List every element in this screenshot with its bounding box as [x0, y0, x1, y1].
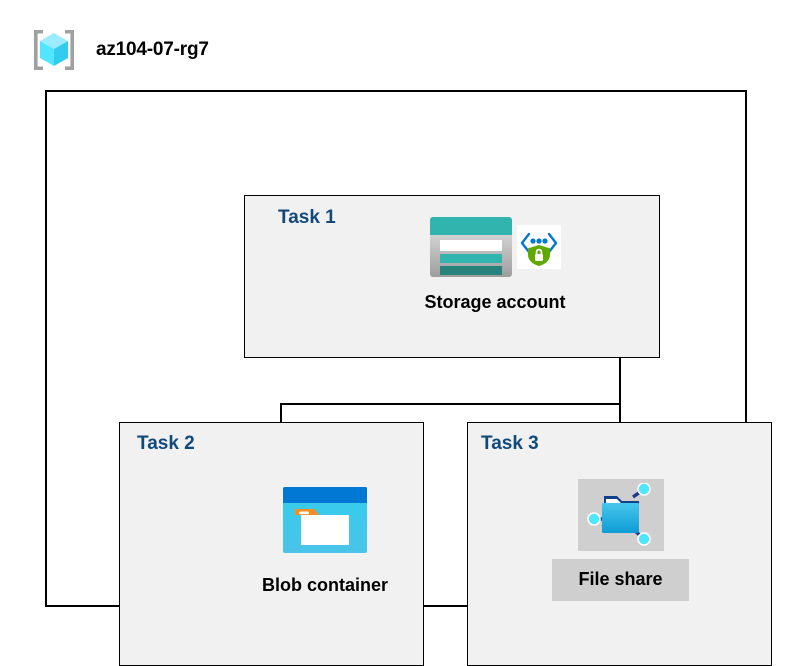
storage-account-icon [429, 216, 513, 278]
node-file-share: File share [528, 479, 713, 601]
task-2-box: Task 2 [119, 422, 424, 666]
node-storage-account: Storage account [395, 214, 595, 313]
connector-trunk [619, 358, 621, 405]
managed-identity-icon [517, 225, 561, 269]
task-2-label: Task 2 [137, 433, 195, 454]
blob-container-icon [281, 485, 369, 555]
node-blob-container: Blob container [225, 485, 425, 596]
storage-account-icon-group [429, 214, 561, 280]
blob-container-caption: Blob container [261, 575, 388, 595]
storage-account-caption: Storage account [424, 292, 566, 312]
file-share-icon-highlight [577, 479, 664, 551]
task-3-label: Task 3 [481, 433, 539, 454]
file-share-caption: File share [552, 559, 689, 601]
resource-group-header: az104-07-rg7 [30, 27, 209, 73]
connector-bus [280, 403, 621, 405]
file-share-icon [586, 482, 656, 547]
task-1-box: Task 1 [244, 195, 660, 358]
resource-group-name: az104-07-rg7 [96, 39, 209, 60]
resource-group-icon [30, 27, 78, 73]
resource-group-container: Task 1 [45, 90, 772, 666]
task-3-box: Task 3 [467, 422, 772, 666]
task-1-label: Task 1 [278, 207, 336, 228]
